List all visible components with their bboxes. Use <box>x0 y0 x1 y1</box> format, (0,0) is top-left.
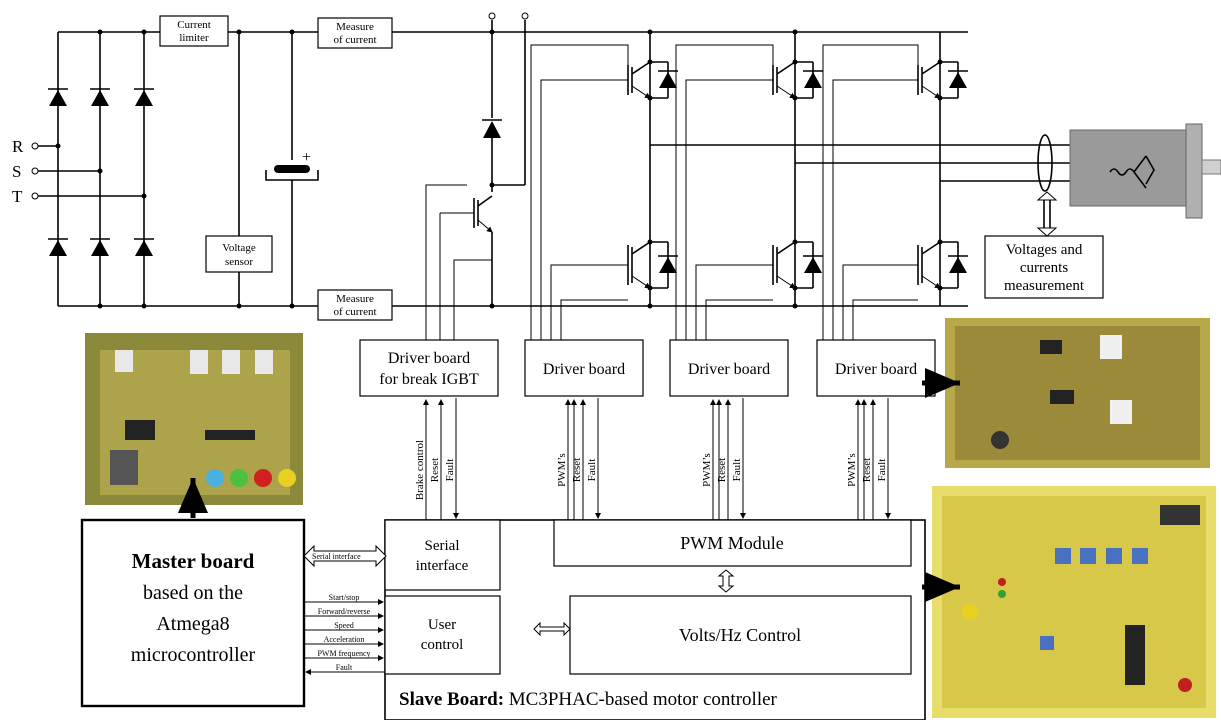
measure-current-bottom-box <box>317 289 393 321</box>
user-control-label-1: User <box>428 617 456 633</box>
user-control-box <box>384 595 501 675</box>
user-control-label-2: control <box>421 637 464 653</box>
inverter-legs <box>530 32 968 340</box>
brake-gate-wires <box>425 184 492 340</box>
internal-links <box>533 569 735 637</box>
driver-board-3-label: Driver board <box>835 361 917 378</box>
serial-interface-box <box>384 519 501 591</box>
signal-label-brake-0: Brake control <box>414 440 426 500</box>
current-limiter-label-1: Current <box>177 19 211 31</box>
vc-measurement-box <box>984 235 1104 299</box>
slave-board-photo <box>932 486 1216 718</box>
signal-label-pwm-2: Fault <box>876 459 888 482</box>
master-signal-label: Start/stop <box>329 593 360 602</box>
voltage-sensor-label-2: sensor <box>225 256 253 268</box>
signal-label-pwm-0: PWM’s <box>701 453 713 487</box>
slave-board-caption: Slave Board: MC3PHAC-based motor control… <box>399 689 778 710</box>
driver-board-1-label: Driver board <box>543 361 625 378</box>
driver-board-brake-label-2: for break IGBT <box>379 371 479 388</box>
master-board-line-2: Atmega8 <box>156 613 229 635</box>
motor-icon <box>1069 123 1221 219</box>
inverter-leg <box>530 32 678 340</box>
dc-bus-wires <box>57 31 968 307</box>
master-board-line-3: microcontroller <box>131 644 256 666</box>
serial-link-label: Serial interface <box>312 552 361 561</box>
signal-label-pwm-1: Reset <box>861 458 873 482</box>
master-signal-label: Acceleration <box>324 635 365 644</box>
vc-measurement-label-1: Voltages and <box>1006 242 1083 258</box>
master-board-line-1: based on the <box>143 582 243 604</box>
master-board <box>80 518 306 708</box>
signal-label-pwm-1: Reset <box>571 458 583 482</box>
vc-measurement-label-3: measurement <box>1004 278 1085 294</box>
master-signal-label: PWM frequency <box>317 649 370 658</box>
phase-s-label: S <box>12 162 21 181</box>
signal-label-pwm-1: Reset <box>716 458 728 482</box>
measure-current-top-label-2: of current <box>333 34 376 46</box>
driver-board-2 <box>669 339 789 397</box>
vc-measurement-label-2: currents <box>1020 260 1068 276</box>
driver-board-brake-label-1: Driver board <box>388 350 470 367</box>
brake-chopper <box>440 12 529 306</box>
volts-hz-box <box>569 595 912 675</box>
signal-label-brake-2: Fault <box>444 459 456 482</box>
measure-current-top-box <box>317 17 393 49</box>
volts-hz-label: Volts/Hz Control <box>679 625 801 645</box>
current-limiter-box <box>159 15 229 47</box>
measure-current-bottom-label-1: Measure <box>336 293 374 305</box>
driver-board-2-label: Driver board <box>688 361 770 378</box>
serial-link: Serial interface <box>303 544 387 568</box>
phase-r-label: R <box>12 137 24 156</box>
signal-label-pwm-0: PWM’s <box>846 453 858 487</box>
dc-link-capacitor: + <box>265 149 319 181</box>
phase-inputs: R S T <box>12 137 147 206</box>
rectifier-diodes <box>48 88 154 256</box>
master-board-title: Master board <box>132 549 255 573</box>
serial-interface-label-1: Serial <box>425 538 460 554</box>
phase-t-label: T <box>12 187 23 206</box>
master-signal-label: Fault <box>336 663 353 672</box>
voltage-sensor-label-1: Voltage <box>222 242 256 254</box>
master-signal-label: Speed <box>334 621 354 630</box>
master-board-photo <box>85 333 303 505</box>
bus-junctions <box>97 29 798 309</box>
measure-current-bottom-label-2: of current <box>333 306 376 318</box>
signal-label-brake-1: Reset <box>429 458 441 482</box>
capacitor-plus: + <box>302 149 311 166</box>
signal-label-pwm-2: Fault <box>586 459 598 482</box>
driver-board-brake <box>359 339 499 397</box>
signal-label-pwm-2: Fault <box>731 459 743 482</box>
master-signal-lines: Start/stopForward/reverseSpeedAccelerati… <box>304 593 385 675</box>
signal-label-pwm-0: PWM’s <box>556 453 568 487</box>
master-signal-label: Forward/reverse <box>318 607 371 616</box>
current-limiter-label-2: limiter <box>179 32 209 44</box>
slave-board-title: Slave Board: <box>399 689 504 710</box>
slave-board-desc: MC3PHAC-based motor controller <box>504 689 778 710</box>
measure-current-top-label-1: Measure <box>336 21 374 33</box>
inverter-leg <box>675 32 823 340</box>
voltage-sensor-box <box>205 235 273 273</box>
driver-board-1 <box>524 339 644 397</box>
inverter-leg <box>822 32 968 340</box>
motor-output <box>650 134 1070 237</box>
pwm-module-label: PWM Module <box>680 533 784 553</box>
pwm-module-box <box>553 519 912 567</box>
driver-board-photo <box>945 318 1210 468</box>
serial-interface-label-2: interface <box>416 558 469 574</box>
